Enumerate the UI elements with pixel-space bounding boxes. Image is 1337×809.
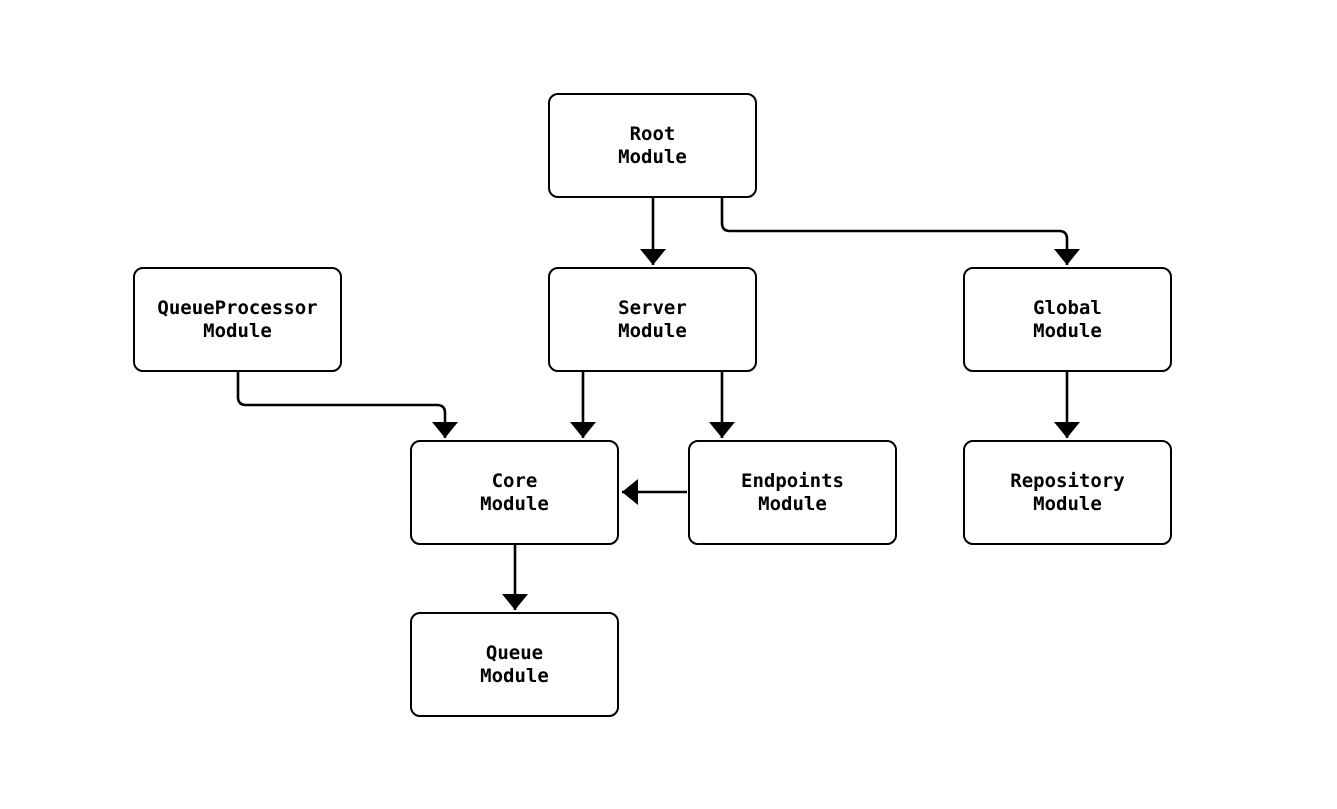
node-label: Global Module [1033,296,1102,342]
node-endpoints-module: Endpoints Module [688,440,897,545]
edge-queueprocessor-to-core [236,372,458,438]
node-label: Repository Module [1010,469,1125,515]
node-global-module: Global Module [963,267,1172,372]
node-server-module: Server Module [548,267,757,372]
node-label: Root Module [618,122,687,168]
node-root-module: Root Module [548,93,757,198]
node-label: Core Module [480,469,549,515]
node-label: QueueProcessor Module [157,296,318,342]
node-label: Endpoints Module [741,469,844,515]
node-core-module: Core Module [410,440,619,545]
node-repository-module: Repository Module [963,440,1172,545]
node-label: Server Module [618,296,687,342]
edge-root-to-global [720,198,1080,265]
node-label: Queue Module [480,641,549,687]
node-queue-module: Queue Module [410,612,619,717]
node-queueprocessor-module: QueueProcessor Module [133,267,342,372]
